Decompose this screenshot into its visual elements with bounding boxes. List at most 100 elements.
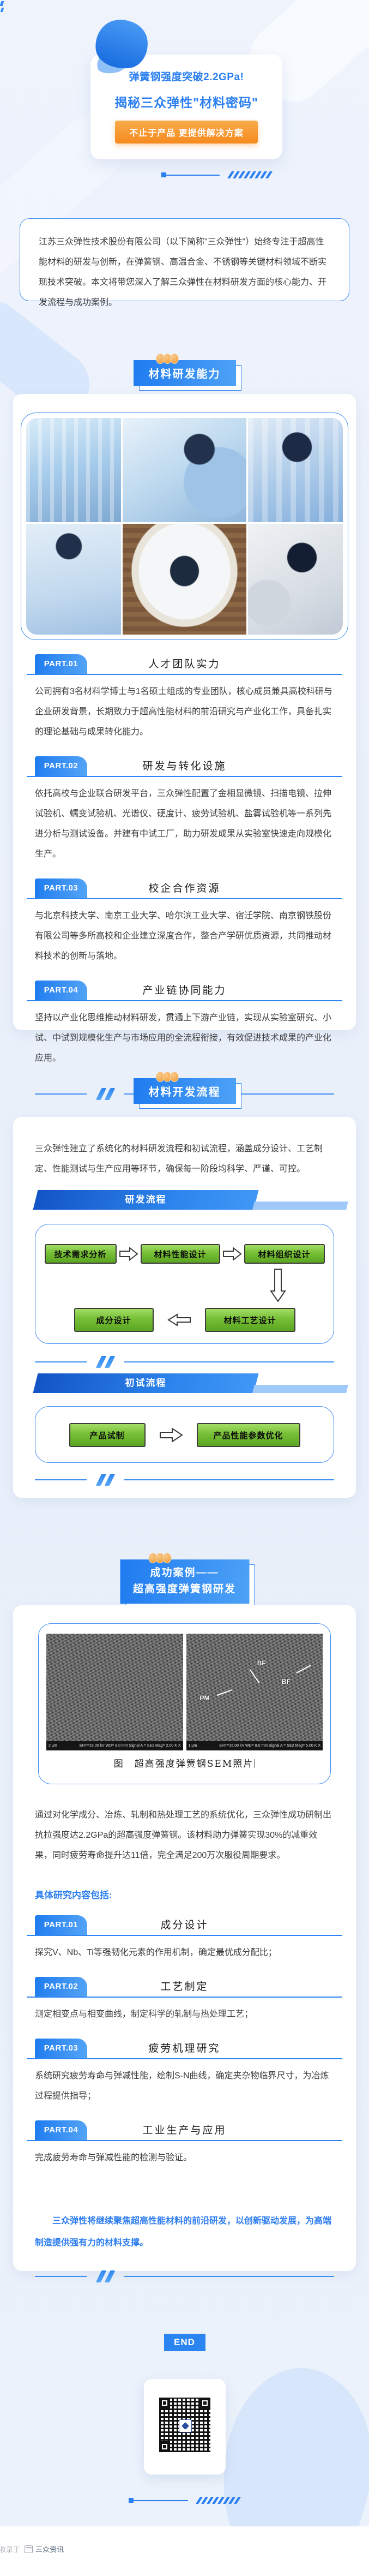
lab-photo-zeiss-microscope [247, 523, 343, 635]
lab-photo-microscope-monitor [123, 418, 246, 522]
corner-decor-bar [0, 1, 4, 6]
part-title: 产业链协同能力 [142, 985, 227, 996]
part-text: 探究V、Nb、Ti等强韧化元素的作用机制，确定最优成分配比； [35, 1948, 277, 1957]
divider-line [166, 174, 220, 176]
part-row: PART.01 人才团队实力 [27, 654, 342, 675]
part-title: 工业生产与应用 [142, 2125, 227, 2136]
end-badge: END [164, 2334, 205, 2351]
part-row: PART.01 成分设计 [27, 1915, 342, 1936]
sem-meta-bar: 2 μm EHT=15.00 kV WD= 8.0 mm Signal A = … [46, 1741, 183, 1750]
qr-center-logo [178, 2419, 192, 2432]
album-link[interactable]: 三众资讯 [35, 2545, 64, 2554]
card-divider [35, 1474, 334, 1486]
case-card: 2 μm EHT=15.00 kV WD= 8.0 mm Signal A = … [13, 1605, 356, 2282]
trial-process-banner: 初试流程 [33, 1373, 348, 1393]
flow-step: 产品试制 [69, 1423, 146, 1447]
part-text: 系统研究疲劳寿命与弹减性能，绘制S-N曲线，确定夹杂物临界尺寸，为冶炼过程提供指… [35, 2071, 329, 2101]
corner-decor-bar [0, 8, 4, 12]
divider-square [129, 2498, 134, 2503]
divider-square [161, 172, 166, 177]
section-title: 材料开发流程 [133, 1078, 236, 1104]
arrow-down-icon [270, 1269, 286, 1302]
figure-caption: 图 超高强度弹簧钢SEM照片 [46, 1756, 323, 1770]
divider-line [134, 2500, 188, 2501]
sem-scale: 1 μm [188, 1744, 197, 1748]
section-title: 材料研发能力 [133, 360, 236, 386]
capabilities-card: PART.01 人才团队实力 公司拥有3名材料学博士与1名硕士组成的专业团队，核… [13, 394, 356, 1100]
flow-step: 材料工艺设计 [204, 1308, 295, 1332]
sem-annotation: BF [281, 1678, 291, 1686]
part-title: 成分设计 [160, 1920, 209, 1931]
part-badge: PART.04 [35, 981, 87, 1000]
banner-label: 初试流程 [125, 1378, 167, 1388]
rnd-process-banner: 研发流程 [33, 1190, 348, 1210]
flow-step: 技术需求分析 [44, 1244, 117, 1264]
sem-meta-text: EHT=15.00 kV WD= 8.0 mm Signal A = SE2 M… [219, 1744, 320, 1748]
lab-photo-tensile-machines [26, 418, 122, 522]
section-title-line1: 成功案例—— [150, 1567, 219, 1579]
hero-title-line2: 揭秘三众弹性"材料密码" [114, 95, 258, 110]
sem-image-left: 2 μm EHT=15.00 kV WD= 8.0 mm Signal A = … [46, 1634, 183, 1750]
part-row: PART.02 工艺制定 [27, 1977, 342, 1998]
intro-card: 江苏三众弹性技术股份有限公司（以下简称"三众弹性"）始终专注于超高性能材料的研发… [20, 218, 349, 307]
orange-dots-icon [155, 354, 179, 364]
orange-dots-icon [155, 1072, 179, 1082]
trial-flowchart: 产品试制 产品性能参数优化 [35, 1406, 334, 1463]
sem-meta-text: EHT=15.00 kV WD= 8.0 mm Signal A = SE2 M… [79, 1744, 181, 1748]
part-badge: PART.03 [35, 2039, 87, 2058]
flow-step: 材料组织设计 [244, 1244, 325, 1264]
part-row: PART.04 工业生产与应用 [27, 2120, 342, 2141]
sem-annotation-line [249, 1669, 260, 1683]
lab-photo-sample-plate [123, 523, 246, 635]
part-text: 测定相变点与相变曲线，制定科学的轧制与热处理工艺； [35, 2010, 253, 2019]
qr-finder-pattern [159, 2441, 170, 2452]
part-badge: PART.01 [35, 654, 87, 674]
sem-scale: 2 μm [49, 1744, 57, 1748]
part-title: 校企合作资源 [148, 883, 221, 894]
part-title: 疲劳机理研究 [148, 2043, 221, 2054]
part-row: PART.03 校企合作资源 [27, 878, 342, 899]
part-row: PART.02 研发与转化设施 [27, 756, 342, 777]
process-intro: 三众弹性建立了系统化的材料研发流程和初试流程，涵盖成分设计、工艺制定、性能测试与… [35, 1144, 323, 1174]
sem-figure-box: 2 μm EHT=15.00 kV WD= 8.0 mm Signal A = … [38, 1623, 331, 1784]
section-header-process: 材料开发流程 [133, 1072, 241, 1109]
qr-code-card [143, 2379, 226, 2475]
hero-slogan-button[interactable]: 不止于产品 更提供解决方案 [115, 121, 258, 144]
qr-code [159, 2398, 210, 2452]
rnd-flowchart: 技术需求分析 材料性能设计 材料组织设计 成分设计 材料工艺设计 [35, 1224, 334, 1344]
closing-statement: 三众弹性将继续聚焦超高性能材料的前沿研发，以创新驱动发展，为高端制造提供强有力的… [35, 2216, 332, 2248]
part-text: 完成疲劳寿命与弹减性能的检测与验证。 [35, 2153, 192, 2162]
sem-annotation-line [296, 1665, 311, 1674]
flow-step: 材料性能设计 [140, 1244, 220, 1264]
intro-text: 江苏三众弹性技术股份有限公司（以下简称"三众弹性"）始终专注于超高性能材料的研发… [39, 237, 327, 307]
divider-slashes [195, 2497, 241, 2504]
qr-finder-pattern [199, 2398, 210, 2408]
album-icon [25, 2545, 33, 2553]
card-divider [35, 2270, 334, 2282]
flow-step: 成分设计 [74, 1308, 154, 1332]
section-header-capabilities: 材料研发能力 [133, 354, 241, 391]
part-title: 工艺制定 [160, 1981, 209, 1993]
banner-tail [252, 1385, 348, 1393]
part-text: 依托高校与企业联合研发平台，三众弹性配置了金相显微镜、扫描电镜、拉伸试验机、蠕变… [35, 789, 332, 859]
part-row: PART.03 疲劳机理研究 [27, 2039, 342, 2059]
hero-card: 弹簧钢强度突破2.2GPa! 揭秘三众弹性"材料密码" 不止于产品 更提供解决方… [90, 55, 282, 159]
banner-label: 研发流程 [125, 1194, 167, 1205]
deco-divider-bottom [129, 2497, 241, 2504]
flow-step: 产品性能参数优化 [196, 1423, 300, 1447]
sem-annotation: PM [199, 1694, 210, 1702]
card-divider [35, 1356, 334, 1368]
wechat-footer: 收录于 三众资讯 [0, 2526, 369, 2576]
hero-blob-decor [93, 17, 150, 77]
arrow-left-icon [167, 1313, 191, 1326]
part-badge: PART.03 [35, 878, 87, 898]
arrow-right-icon [222, 1246, 242, 1262]
section-title: 成功案例—— 超高强度弹簧钢研发 [119, 1559, 250, 1604]
lab-photo-collage [21, 413, 348, 640]
sem-annotation: BF [257, 1659, 266, 1667]
deco-divider-top [161, 171, 273, 178]
arrow-right-icon [159, 1427, 183, 1443]
part-badge: PART.01 [35, 1915, 87, 1935]
arrow-right-icon [119, 1246, 138, 1262]
